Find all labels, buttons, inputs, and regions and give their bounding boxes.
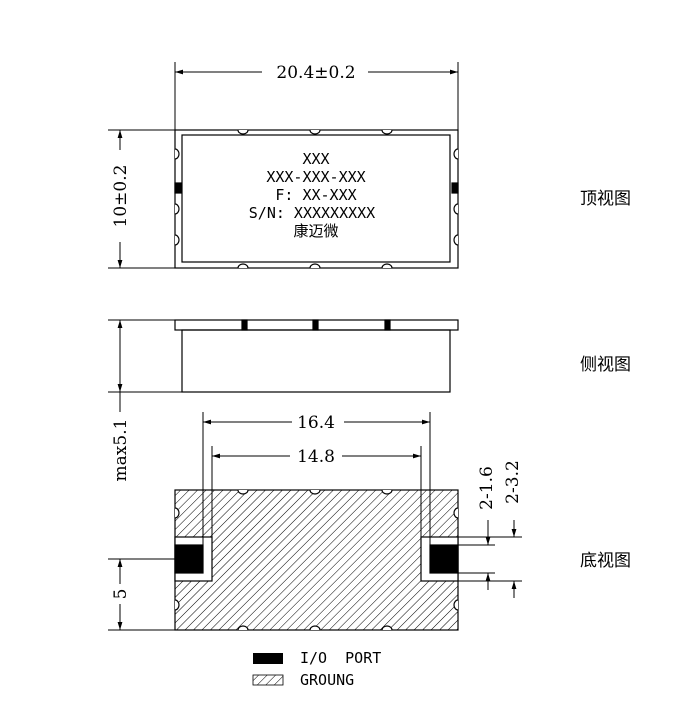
- side-port-2: [312, 319, 319, 331]
- port-inner-label: 2-1.6: [477, 466, 497, 510]
- top-view: [174, 129, 459, 269]
- legend-ground-swatch: [252, 674, 284, 686]
- top-view-notches: [174, 129, 459, 269]
- port-offset-label: 5: [111, 589, 131, 600]
- width-label: 10±0.2: [111, 165, 131, 228]
- height-label: max5.1: [111, 419, 131, 482]
- legend: I/O PORT GROUNG: [252, 649, 381, 689]
- marking-line1: XXX: [302, 150, 329, 168]
- marking-line2: XXX-XXX-XXX: [266, 168, 365, 186]
- side-view-title: 侧视图: [580, 355, 631, 375]
- side-port-1: [241, 319, 248, 331]
- bottom-view-title: 底视图: [580, 551, 631, 571]
- side-view-body: [181, 329, 451, 393]
- legend-io-swatch: [253, 653, 283, 664]
- right-io-port: [429, 544, 459, 574]
- port-outer-label: 2-3.2: [503, 460, 523, 504]
- marking-line3: F: XX-XXX: [275, 186, 356, 204]
- height-dimension: [108, 319, 182, 412]
- top-view-title: 顶视图: [580, 189, 631, 209]
- port-size-dimensions: [458, 520, 522, 598]
- marking-line5: 康迈微: [293, 222, 338, 240]
- length-label: 20.4±0.2: [276, 63, 355, 83]
- left-io-port: [174, 544, 204, 574]
- marking-line4: S/N: XXXXXXXXX: [249, 204, 375, 222]
- bottom-ground-pad: [174, 489, 459, 631]
- top-view-lid: [181, 134, 451, 263]
- top-port-left: [174, 182, 182, 194]
- side-port-3: [384, 319, 391, 331]
- inner-span-label: 14.8: [297, 447, 335, 467]
- bottom-view: [174, 489, 459, 631]
- side-view: [174, 319, 459, 393]
- legend-ground-label: GROUNG: [300, 671, 354, 689]
- outer-span-label: 16.4: [297, 413, 335, 433]
- legend-io-label: I/O PORT: [300, 649, 381, 667]
- top-port-right: [451, 182, 459, 194]
